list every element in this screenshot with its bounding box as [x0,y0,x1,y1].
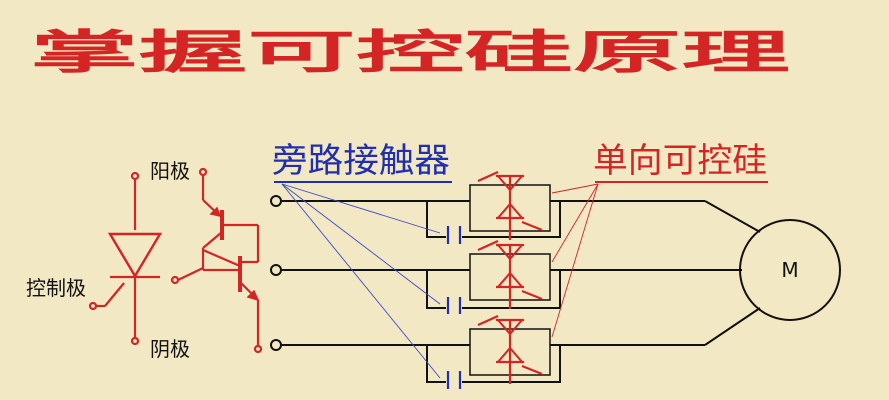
page-title: 掌握可控硅原理 [30,25,790,79]
motor-circle [739,219,841,321]
scr-label: 单向可控硅 [593,141,767,181]
motor-label: M [781,258,798,282]
motor: M [739,219,841,321]
scr-pair-1 [469,170,551,240]
scr-pointer-lines [551,183,599,338]
bypass-contactor-label: 旁路接触器 [272,141,450,181]
contactor-pointer-lines [281,183,441,379]
scr-symbol [88,171,163,346]
scr-pair-2 [469,239,551,309]
scr-pair-3 [469,314,551,384]
two-transistor-equivalent [170,167,263,354]
terminal-3 [270,339,282,351]
cathode-label: 阴极 [150,337,190,361]
terminal-2 [270,264,282,276]
terminal-1 [270,195,282,207]
anode-label: 阳极 [150,159,190,183]
three-phase-circuit [270,195,761,389]
gate-label: 控制极 [26,276,86,300]
